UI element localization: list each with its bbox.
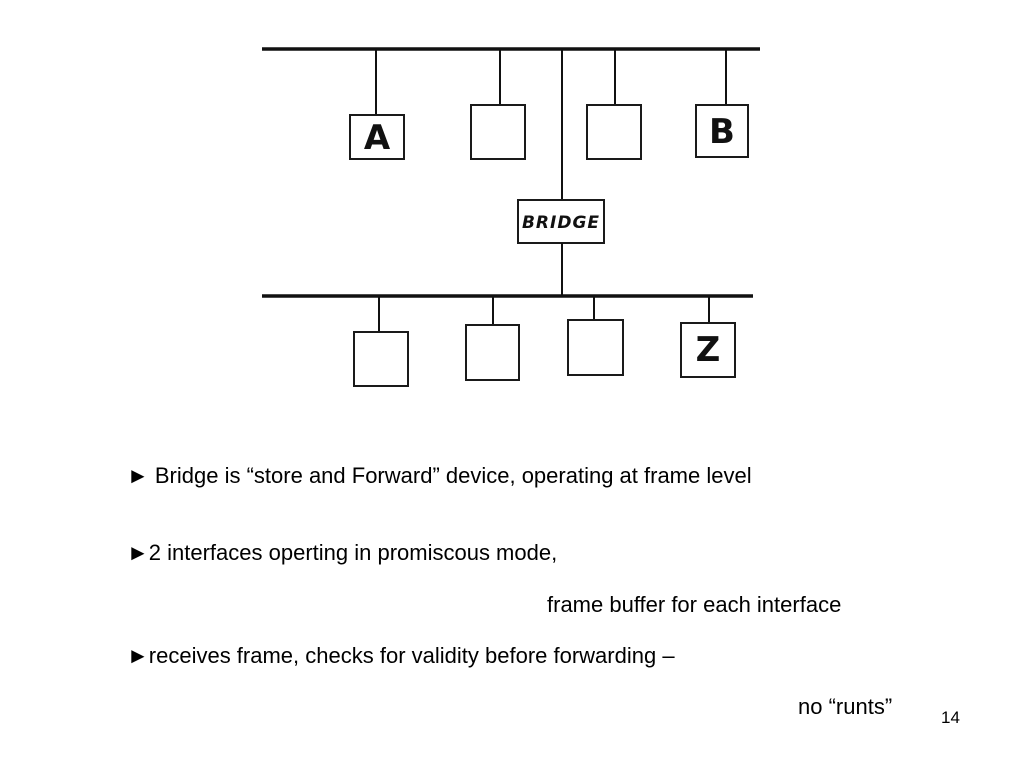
page-number: 14 <box>941 708 960 727</box>
top-node-2 <box>470 104 526 160</box>
top-node-b: B <box>695 104 749 158</box>
top-node-a: A <box>349 114 405 160</box>
node-label-a: A <box>364 118 391 158</box>
bottom-node-1 <box>353 331 409 387</box>
bullet-two-interfaces: ►2 interfaces operting in promiscous mod… <box>127 540 558 565</box>
top-node-3 <box>586 104 642 160</box>
network-bridge-diagram: A B BRIDGE <box>248 35 786 401</box>
bridge-box: BRIDGE <box>517 199 605 244</box>
bullet-receives-frame: ►receives frame, checks for validity bef… <box>127 643 675 668</box>
bridge-label: BRIDGE <box>522 213 600 233</box>
bottom-node-2 <box>465 324 520 381</box>
bullet-no-runts: no “runts” <box>798 694 893 719</box>
bottom-node-z: Z <box>680 322 736 378</box>
bullet-frame-buffer: frame buffer for each interface <box>547 592 842 617</box>
bottom-node-3 <box>567 319 624 376</box>
node-label-z: Z <box>696 330 721 370</box>
bullet-bridge-store-forward: ► Bridge is “store and Forward” device, … <box>127 463 752 488</box>
node-label-b: B <box>709 112 735 152</box>
